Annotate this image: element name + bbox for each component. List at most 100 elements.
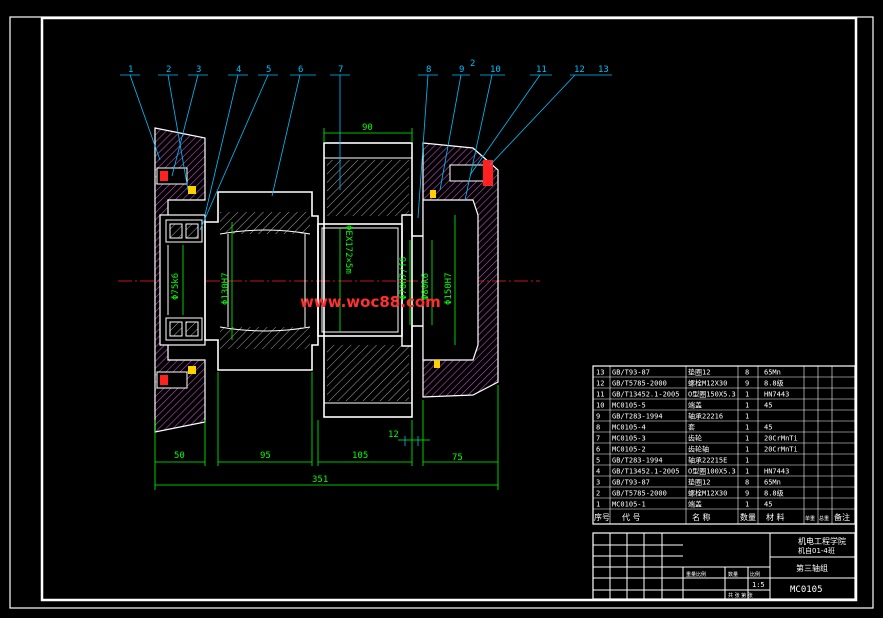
dim-seg2: 95 xyxy=(260,451,271,461)
bom-cell-no: 12 xyxy=(596,380,604,388)
bom-cell-mat: HN7443 xyxy=(764,391,789,399)
bom-cell-name: 端盖 xyxy=(688,401,702,410)
balloon-2: 2 xyxy=(166,65,171,75)
bom-cell-no: 5 xyxy=(596,457,600,465)
drawing-number: MC0105 xyxy=(790,585,823,595)
left-housing xyxy=(154,127,206,433)
bom-header-note: 备注 xyxy=(834,512,850,522)
dim-d2: Φ130H7 xyxy=(221,272,231,305)
bom-cell-mat: 45 xyxy=(764,402,772,410)
right-housing xyxy=(422,142,499,398)
small-dim-marks xyxy=(404,436,419,446)
balloon-2b: 2 xyxy=(470,59,475,69)
dim-d1: Φ75k6 xyxy=(171,273,181,300)
bom-header-b: 总重 xyxy=(819,515,829,522)
bom-cell-code: MC0105-5 xyxy=(612,402,646,410)
dim-d6: Φ150H7 xyxy=(444,272,454,305)
balloon-4: 4 xyxy=(236,65,241,75)
gear xyxy=(317,142,413,418)
bom-cell-no: 10 xyxy=(596,402,604,410)
balloon-5: 5 xyxy=(266,65,271,75)
bom-cell-mat: 65Mn xyxy=(764,479,781,487)
bom-cell-no: 11 xyxy=(596,391,604,399)
bom-cell-code: MC0105-3 xyxy=(612,435,646,443)
bom-cell-no: 8 xyxy=(596,424,600,432)
bom-cell-code: GB/T13452.1-2005 xyxy=(612,391,679,399)
bom-cell-name: 齿轮 xyxy=(688,434,702,443)
bom-cell-no: 6 xyxy=(596,446,600,454)
title-block: 机电工程学院 机自01-4班 第三轴组 MC0105 重量比例 数量 比例 1:… xyxy=(592,532,856,600)
part-leaders xyxy=(120,74,612,231)
bom-cell-name: 轴承22215E xyxy=(688,456,727,465)
bom-cell-name: 垫圈12 xyxy=(688,478,710,487)
part-balloons: 1 2 3 4 5 6 7 8 9 2 10 11 12 13 xyxy=(128,59,609,75)
bom-cell-no: 9 xyxy=(596,413,600,421)
dimension-lines xyxy=(154,128,499,490)
balloon-6: 6 xyxy=(298,65,303,75)
bom-cell-no: 2 xyxy=(596,490,600,498)
bom-cell-qty: 1 xyxy=(745,435,749,443)
bom-cell-mat: 45 xyxy=(764,424,772,432)
dimension-texts: 90 Φ75k6 Φ130H7 ΦEX172×5m Φ70H7/f6 Φ80k6… xyxy=(171,123,463,485)
bom-cell-name: 套 xyxy=(688,423,695,432)
balloon-9: 9 xyxy=(459,65,464,75)
balloon-7: 7 xyxy=(338,65,343,75)
bom-cell-name: O型圈150X5.3 xyxy=(688,390,736,399)
part-name: 第三轴组 xyxy=(796,563,828,573)
bom-cell-code: GB/T283-1994 xyxy=(612,413,663,421)
bom-cell-name: 垫圈12 xyxy=(688,368,710,377)
class-name: 机自01-4班 xyxy=(798,546,835,555)
bom-cell-no: 3 xyxy=(596,479,600,487)
dim-seg4: 75 xyxy=(452,453,463,463)
bom-cell-qty: 1 xyxy=(745,501,749,509)
school-name: 机电工程学院 xyxy=(798,536,846,546)
dim-d4: Φ70H7/f6 xyxy=(399,257,409,300)
bom-cell-no: 1 xyxy=(596,501,600,509)
bom-cell-code: MC0105-1 xyxy=(612,501,646,509)
dim-d5: Φ80k6 xyxy=(421,273,431,300)
bom-cell-code: GB/T5785-2000 xyxy=(612,380,667,388)
dim-seg3: 105 xyxy=(352,451,368,461)
bom-cell-name: O型圈100X5.3 xyxy=(688,467,736,476)
dim-seg1: 50 xyxy=(174,451,185,461)
bom-cell-code: MC0105-4 xyxy=(612,424,646,432)
bom-cell-name: 齿轮轴 xyxy=(688,445,709,454)
tb-scale: 1:5 xyxy=(752,581,765,589)
balloon-1: 1 xyxy=(128,65,133,75)
bom-header-qty: 数量 xyxy=(740,512,756,522)
balloon-8: 8 xyxy=(426,65,431,75)
bom-cell-mat: 65Mn xyxy=(764,369,781,377)
dim-d3: ΦEX172×5m xyxy=(343,225,353,274)
tb-label-sheets: 共 张 第 张 xyxy=(728,592,753,599)
tb-label-weight: 重量比例 xyxy=(686,571,706,578)
bom-cell-qty: 1 xyxy=(745,468,749,476)
bom-cell-mat: HN7443 xyxy=(764,468,789,476)
bom-cell-no: 7 xyxy=(596,435,600,443)
dim-total: 351 xyxy=(312,475,328,485)
bom-header-no: 序号 xyxy=(594,512,610,522)
bom-cell-code: GB/T13452.1-2005 xyxy=(612,468,679,476)
watermark: www.woc88.com xyxy=(300,293,441,311)
bom-cell-no: 4 xyxy=(596,468,600,476)
balloon-12: 12 xyxy=(574,65,585,75)
bom-cell-mat: 8.8级 xyxy=(764,489,784,498)
bom-cell-qty: 9 xyxy=(745,380,749,388)
bom-header-name: 名 称 xyxy=(692,512,711,522)
bom-cell-qty: 1 xyxy=(745,446,749,454)
bom-cell-name: 螺栓M12X30 xyxy=(688,489,727,498)
bom-cell-mat: 8.8级 xyxy=(764,379,784,388)
tb-label-scale: 比例 xyxy=(750,571,760,578)
bom-cell-code: GB/T5785-2000 xyxy=(612,490,667,498)
balloon-3: 3 xyxy=(196,65,201,75)
bom-cell-name: 端盖 xyxy=(688,500,702,509)
bom-cell-mat: 20CrMnTi xyxy=(764,446,798,454)
bom-cell-qty: 1 xyxy=(745,413,749,421)
bom-cell-code: MC0105-2 xyxy=(612,446,646,454)
bom-cell-code: GB/T283-1994 xyxy=(612,457,663,465)
bom-header-mat: 材 料 xyxy=(766,512,785,522)
bom-cell-qty: 1 xyxy=(745,457,749,465)
bom-cell-code: GB/T93-87 xyxy=(612,479,650,487)
bom-cell-no: 13 xyxy=(596,369,604,377)
bom-cell-qty: 8 xyxy=(745,369,749,377)
